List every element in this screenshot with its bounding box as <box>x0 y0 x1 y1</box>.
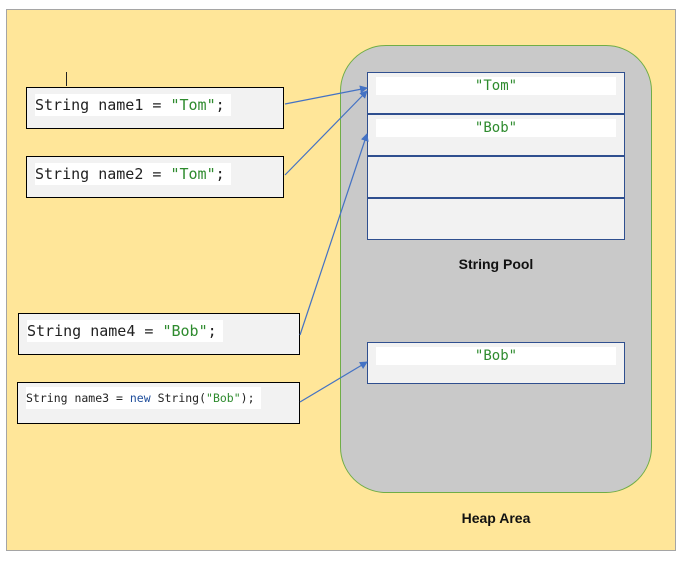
text-cursor <box>66 72 67 86</box>
pool-cell-tom: "Tom" <box>367 72 625 114</box>
pool-cell-bob-value: "Bob" <box>376 119 616 137</box>
pool-cell-tom-value: "Tom" <box>376 77 616 95</box>
code-name2: String name2 = "Tom"; <box>35 163 231 185</box>
code-box-name4: String name4 = "Bob"; <box>18 313 300 355</box>
arrow-name4-to-pool-bob <box>299 133 369 336</box>
code-name1-prefix: String name1 = <box>35 96 171 114</box>
heap-area-label: Heap Area <box>461 510 531 526</box>
code-name4-literal: "Bob" <box>162 322 208 340</box>
code-name3: String name3 = new String("Bob"); <box>26 387 261 409</box>
code-name4-suffix: ; <box>207 322 217 340</box>
pool-cell-empty-1 <box>367 156 625 198</box>
code-name2-suffix: ; <box>215 165 225 183</box>
code-name4-prefix: String name4 = <box>27 322 163 340</box>
code-name3-literal: "Bob" <box>206 391 241 405</box>
string-pool-label: String Pool <box>458 256 534 272</box>
pool-cell-bob: "Bob" <box>367 114 625 156</box>
arrow-name1-to-tom <box>284 85 368 105</box>
code-name2-prefix: String name2 = <box>35 165 171 183</box>
arrow-name2-to-tom <box>284 90 368 176</box>
code-name3-middle: String( <box>150 391 207 405</box>
code-name3-suffix: ); <box>240 391 255 405</box>
code-name2-literal: "Tom" <box>170 165 216 183</box>
code-box-name2: String name2 = "Tom"; <box>26 156 284 198</box>
heap-object-bob-value: "Bob" <box>376 347 616 365</box>
code-name1-suffix: ; <box>215 96 225 114</box>
code-name3-prefix: String name3 = <box>26 391 130 405</box>
arrow-name3-to-heap-bob <box>299 361 368 403</box>
code-name1-literal: "Tom" <box>170 96 216 114</box>
code-name1: String name1 = "Tom"; <box>35 94 231 116</box>
code-box-name3: String name3 = new String("Bob"); <box>17 382 300 424</box>
code-name3-keyword: new <box>129 391 151 405</box>
code-box-name1: String name1 = "Tom"; <box>26 87 284 129</box>
code-name4: String name4 = "Bob"; <box>27 320 223 342</box>
pool-cell-empty-2 <box>367 198 625 240</box>
